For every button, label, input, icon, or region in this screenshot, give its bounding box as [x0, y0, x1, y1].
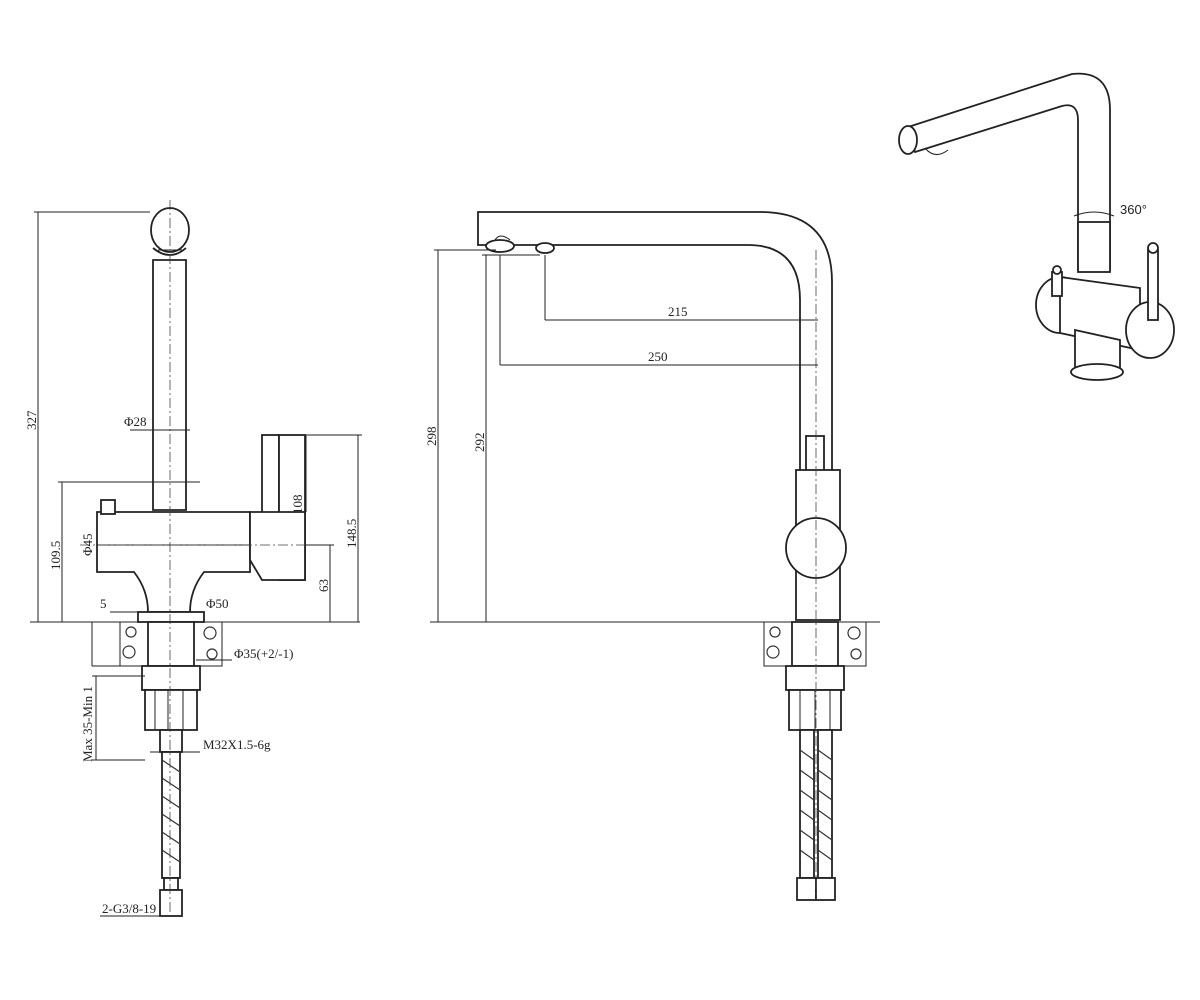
dim-reach-a: 215	[668, 304, 688, 319]
dim-gap: 5	[100, 596, 107, 611]
dim-body-height: 109.5	[48, 541, 63, 570]
dim-hose: 2-G3/8-19	[102, 901, 156, 916]
rotation-arrow	[1073, 211, 1115, 217]
dim-spout-dia: Φ28	[124, 414, 147, 429]
dim-base-dia: Φ50	[206, 596, 229, 611]
dim-hole-dia: Φ35(+2/-1)	[234, 646, 293, 661]
dim-reach-b: 250	[648, 349, 668, 364]
dim-height-a: 298	[424, 427, 439, 447]
front-view: 298 292 215 250	[424, 211, 880, 901]
dim-height-b: 292	[472, 433, 487, 453]
rotation-label: 360°	[1120, 202, 1147, 217]
dim-thread: M32X1.5-6g	[203, 737, 271, 752]
dim-height-total: 327	[24, 410, 39, 430]
dim-handle-height: 148.5	[344, 519, 359, 548]
dim-offset: 63	[316, 579, 331, 592]
iso-view: 360°	[898, 72, 1175, 381]
dim-body-dia: Φ45	[80, 533, 95, 556]
dim-counter: Max 35-Min 1	[80, 686, 95, 762]
side-view: 327 Φ28 Φ45 109.5 108 148.5 63 5 Φ50 Φ35…	[24, 200, 362, 920]
dim-handle: 108	[290, 495, 305, 515]
